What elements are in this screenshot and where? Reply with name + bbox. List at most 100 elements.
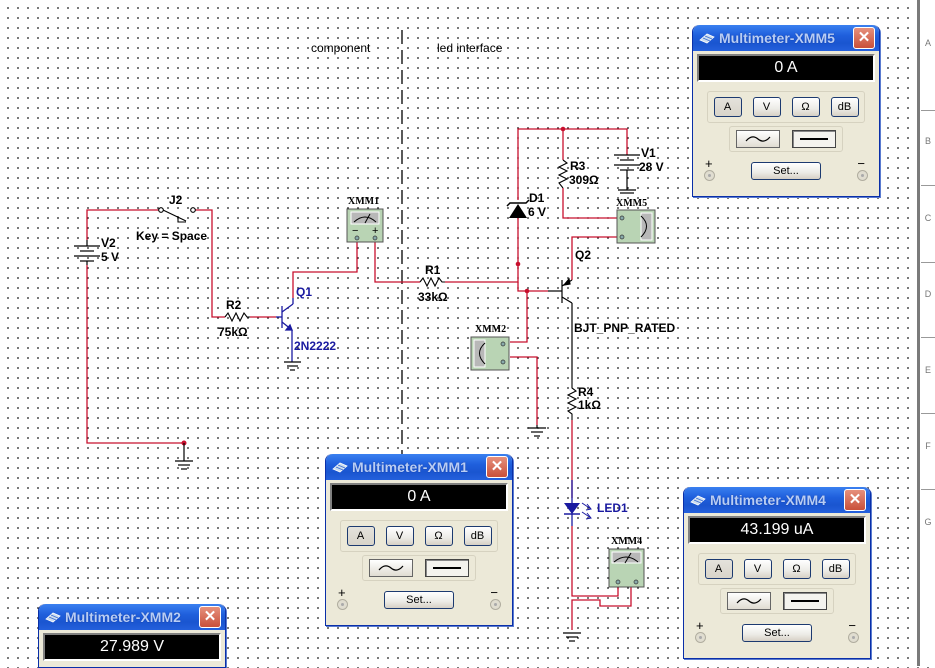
close-button[interactable]: ✕ <box>199 606 221 628</box>
meter-xmm1-symbol[interactable]: − + <box>346 208 384 243</box>
window-title: Multimeter-XMM1 <box>352 459 468 475</box>
positive-terminal[interactable] <box>704 170 715 181</box>
wires-left <box>86 209 420 444</box>
r2-ref: R2 <box>226 298 242 312</box>
mode-group: A V Ω dB <box>698 553 856 585</box>
close-button[interactable]: ✕ <box>853 27 875 49</box>
mode-ammeter-button[interactable]: A <box>346 526 375 546</box>
mode-ohmmeter-button[interactable]: Ω <box>424 526 453 546</box>
waveform-group <box>720 588 834 614</box>
title-bar[interactable]: Multimeter-XMM4 ✕ <box>684 487 870 513</box>
section-label-led-interface: led interface <box>437 41 503 55</box>
switch-j2-symbol[interactable] <box>158 207 196 223</box>
positive-terminal[interactable] <box>695 632 706 643</box>
dc-line-icon <box>791 600 819 602</box>
set-button[interactable]: Set... <box>384 591 454 609</box>
waveform-group <box>362 555 476 581</box>
mode-ammeter-button[interactable]: A <box>713 97 742 117</box>
wires-right <box>445 128 632 630</box>
negative-terminal-label: − <box>848 618 856 633</box>
transistor-q1-symbol <box>276 298 294 362</box>
r1-value: 33kΩ <box>418 290 448 304</box>
waveform-group <box>729 126 843 152</box>
negative-terminal[interactable] <box>857 170 868 181</box>
sheet-border-line <box>917 0 920 666</box>
zone-label-b: B <box>924 136 931 146</box>
mode-ammeter-button[interactable]: A <box>704 559 733 579</box>
mode-voltmeter-button[interactable]: V <box>385 526 414 546</box>
v1-ref: V1 <box>641 146 656 160</box>
zener-d1-symbol <box>506 199 530 218</box>
title-bar[interactable]: Multimeter-XMM1 ✕ <box>326 454 512 480</box>
mode-ohmmeter-button[interactable]: Ω <box>782 559 811 579</box>
zone-label-c: C <box>924 213 932 223</box>
xmm2-ref: XMM2 <box>475 324 506 335</box>
resistor-r1-symbol <box>419 276 445 288</box>
positive-terminal[interactable] <box>337 599 348 610</box>
q1-ref: Q1 <box>296 285 312 299</box>
ac-button[interactable] <box>736 130 780 148</box>
r4-value: 1kΩ <box>578 398 601 412</box>
mode-voltmeter-button[interactable]: V <box>743 559 772 579</box>
dc-button[interactable] <box>425 559 469 577</box>
r2-value: 75kΩ <box>218 325 248 339</box>
title-bar[interactable]: Multimeter-XMM2 ✕ <box>39 604 225 630</box>
zone-divider <box>921 110 935 111</box>
r1-ref: R1 <box>425 263 441 277</box>
xmm5-ref: XMM5 <box>616 198 647 209</box>
section-label-component: component <box>311 41 371 55</box>
mode-group: A V Ω dB <box>340 520 498 552</box>
d1-ref: D1 <box>529 191 545 205</box>
junctions-right <box>515 126 566 294</box>
meter-display: 27.989 V <box>43 633 221 661</box>
zone-divider <box>921 489 935 490</box>
dc-button[interactable] <box>783 592 827 610</box>
meter-xmm2-symbol[interactable] <box>470 336 510 371</box>
multisim-app-icon <box>332 462 348 473</box>
negative-terminal[interactable] <box>490 599 501 610</box>
zone-divider <box>921 337 935 338</box>
svg-text:−: − <box>352 225 358 237</box>
sheet-border <box>917 0 935 666</box>
led1-ref: LED1 <box>597 501 628 515</box>
title-bar[interactable]: Multimeter-XMM5 ✕ <box>693 25 879 51</box>
mode-ohmmeter-button[interactable]: Ω <box>791 97 820 117</box>
ground-q1 <box>284 361 301 371</box>
ac-sine-icon <box>736 598 762 604</box>
resistor-r3-symbol <box>557 159 569 189</box>
negative-terminal-label: − <box>857 156 865 171</box>
multimeter-xmm5-window[interactable]: Multimeter-XMM5 ✕ 0 A A V Ω dB + Set... … <box>692 25 880 197</box>
positive-terminal-label: + <box>705 156 713 171</box>
ac-button[interactable] <box>727 592 771 610</box>
set-button[interactable]: Set... <box>751 162 821 180</box>
xmm4-ref: XMM4 <box>611 536 642 547</box>
mode-decibel-button[interactable]: dB <box>830 97 859 117</box>
positive-terminal-label: + <box>338 585 346 600</box>
v1-value: 28 V <box>639 160 664 174</box>
multimeter-xmm2-window[interactable]: Multimeter-XMM2 ✕ 27.989 V <box>38 604 226 668</box>
ac-button[interactable] <box>369 559 413 577</box>
meter-xmm4-symbol[interactable] <box>608 548 645 588</box>
zone-label-g: G <box>924 517 932 527</box>
dc-line-icon <box>800 138 828 140</box>
close-button[interactable]: ✕ <box>486 456 508 478</box>
dc-line-icon <box>433 567 461 569</box>
meter-xmm5-symbol[interactable] <box>616 209 656 244</box>
multimeter-xmm1-window[interactable]: Multimeter-XMM1 ✕ 0 A A V Ω dB + Set... … <box>325 454 513 626</box>
resistor-r2-symbol <box>224 311 250 323</box>
meter-display: 43.199 uA <box>688 516 866 544</box>
mode-decibel-button[interactable]: dB <box>821 559 850 579</box>
mode-decibel-button[interactable]: dB <box>463 526 492 546</box>
multimeter-xmm4-window[interactable]: Multimeter-XMM4 ✕ 43.199 uA A V Ω dB + S… <box>683 487 871 659</box>
zone-divider <box>921 185 935 186</box>
dc-button[interactable] <box>792 130 836 148</box>
set-button[interactable]: Set... <box>742 624 812 642</box>
q2-ref: Q2 <box>575 248 591 262</box>
negative-terminal[interactable] <box>848 632 859 643</box>
multisim-app-icon <box>690 495 706 506</box>
mode-group: A V Ω dB <box>707 91 865 123</box>
close-button[interactable]: ✕ <box>844 489 866 511</box>
mode-voltmeter-button[interactable]: V <box>752 97 781 117</box>
battery-v1-symbol <box>614 154 640 194</box>
